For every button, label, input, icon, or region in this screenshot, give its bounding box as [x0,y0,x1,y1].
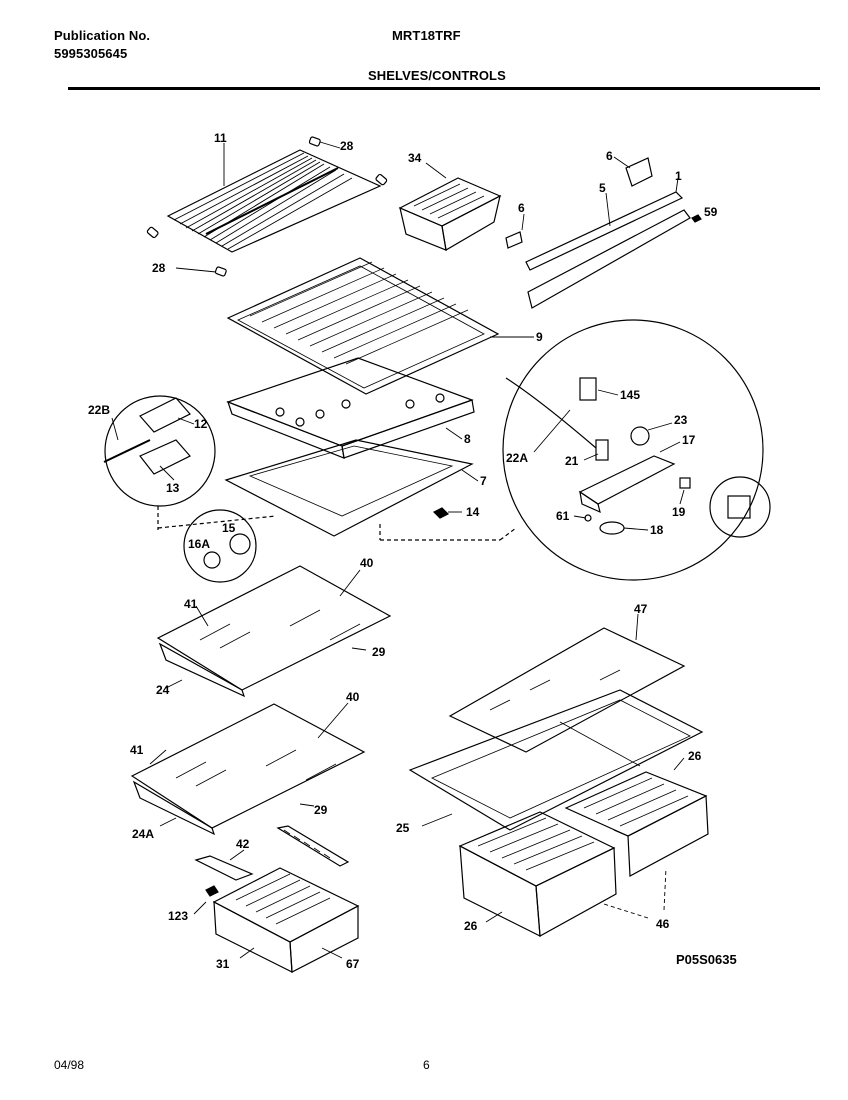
callout-41: 41 [184,597,198,611]
callout-26: 26 [688,749,702,763]
callout-18: 18 [650,523,664,537]
callout-40: 40 [360,556,374,570]
diagram-reference-code: P05S0635 [676,952,737,967]
callout-24: 24 [156,683,170,697]
callout-61: 61 [556,509,570,523]
callout-16a: 16A [188,537,210,551]
callout-labels: 11 28 28 34 6 6 5 1 59 9 8 7 14 22B 12 1… [88,131,737,971]
callout-145: 145 [620,388,640,402]
callout-24a: 24A [132,827,154,841]
callout-21: 21 [565,454,579,468]
callout-19: 19 [672,505,686,519]
callout-6: 6 [606,149,613,163]
callout-8: 8 [464,432,471,446]
detail-circle-small [183,509,257,583]
storage-bin [398,177,502,251]
callout-29: 29 [372,645,386,659]
publication-number: 5995305645 [54,46,128,61]
crisper-drawer-left [458,811,617,938]
callout-14: 14 [466,505,480,519]
callout-7: 7 [480,474,487,488]
footer-date: 04/98 [54,1058,85,1072]
detail-circle-left [103,395,277,530]
callout-123: 123 [168,909,188,923]
callout-67: 67 [346,957,360,971]
callout-59: 59 [704,205,718,219]
callout-26: 26 [464,919,478,933]
model-number: MRT18TRF [392,28,461,43]
header-rule [68,87,820,90]
callout-47: 47 [634,602,648,616]
callout-29: 29 [314,803,328,817]
callout-34: 34 [408,151,422,165]
publication-label: Publication No. [54,28,151,43]
glass-shelf-lower [130,703,366,836]
callout-41: 41 [130,743,144,757]
callout-5: 5 [599,181,606,195]
callout-22b: 22B [88,403,110,417]
glass-shelf-upper [156,565,392,698]
callout-28: 28 [340,139,354,153]
callout-11: 11 [214,131,227,145]
crisper-frame [408,689,704,831]
callout-6: 6 [518,201,525,215]
callout-25: 25 [396,821,410,835]
control-panel [505,157,702,309]
callout-28: 28 [152,261,166,275]
wire-shelf [166,149,382,253]
page-number: 6 [423,1058,430,1072]
callout-15: 15 [222,521,236,535]
meat-keeper-tray [226,357,475,459]
callout-31: 31 [216,957,230,971]
crisper-cover-glass [448,627,686,753]
callout-17: 17 [682,433,696,447]
callout-1: 1 [675,169,682,183]
callout-23: 23 [674,413,688,427]
section-title: SHELVES/CONTROLS [368,68,506,83]
callout-13: 13 [166,481,180,495]
leader-lines [111,141,685,959]
detail-circle-light [709,476,771,538]
callout-46: 46 [656,917,670,931]
callout-22a: 22A [506,451,528,465]
detail-circle-controls [379,319,764,581]
crisper-cover-frame [226,257,500,395]
shelf-clips [146,136,388,277]
callout-9: 9 [536,330,543,344]
crisper-drawer-right [564,771,709,877]
tray-frame [224,439,474,537]
callout-12: 12 [194,417,208,431]
divider-strip [276,825,350,867]
small-drawer [194,855,360,974]
callout-42: 42 [236,837,250,851]
callout-40: 40 [346,690,360,704]
